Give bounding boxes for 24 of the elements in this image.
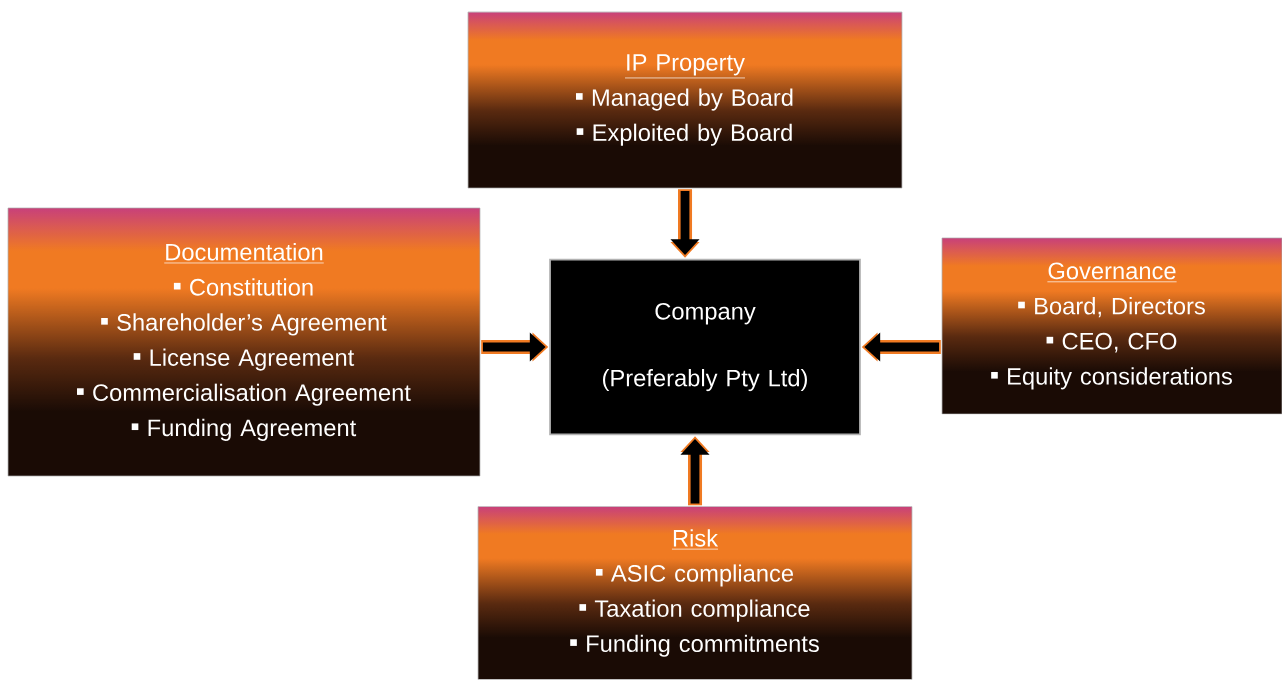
topic-box (7, 207, 481, 477)
bullet-item: CEO, CFO (1046, 332, 1177, 353)
bullet-item: Shareholder’s Agreement (101, 313, 387, 336)
box-heading: Documentation (163, 243, 325, 264)
box-heading: IP Property (624, 54, 746, 79)
bullet-item: Commercialisation Agreement (77, 383, 411, 406)
bullet-item: Constitution (173, 278, 313, 296)
bullet-item: Exploited by Board (576, 123, 792, 146)
box-heading: Risk (671, 529, 719, 550)
bullet-item: License Agreement (133, 348, 355, 371)
bullet-item: Taxation compliance (579, 599, 810, 622)
bullet-item: Board, Directors (1018, 297, 1205, 318)
bullet-item: Managed by Board (576, 88, 793, 111)
box-text: Company (655, 302, 756, 325)
bullet-item: Funding commitments (570, 634, 819, 657)
company-box (549, 258, 861, 436)
box-text: (Preferably Pty Ltd) (603, 369, 807, 392)
topic-box (941, 237, 1282, 415)
bullet-item: Funding Agreement (131, 418, 357, 441)
bullet-item: Equity considerations (991, 367, 1232, 390)
box-heading: Governance (1047, 262, 1177, 283)
topic-box (467, 11, 903, 189)
topic-box (477, 506, 913, 680)
bullet-item: ASIC compliance (595, 564, 794, 587)
